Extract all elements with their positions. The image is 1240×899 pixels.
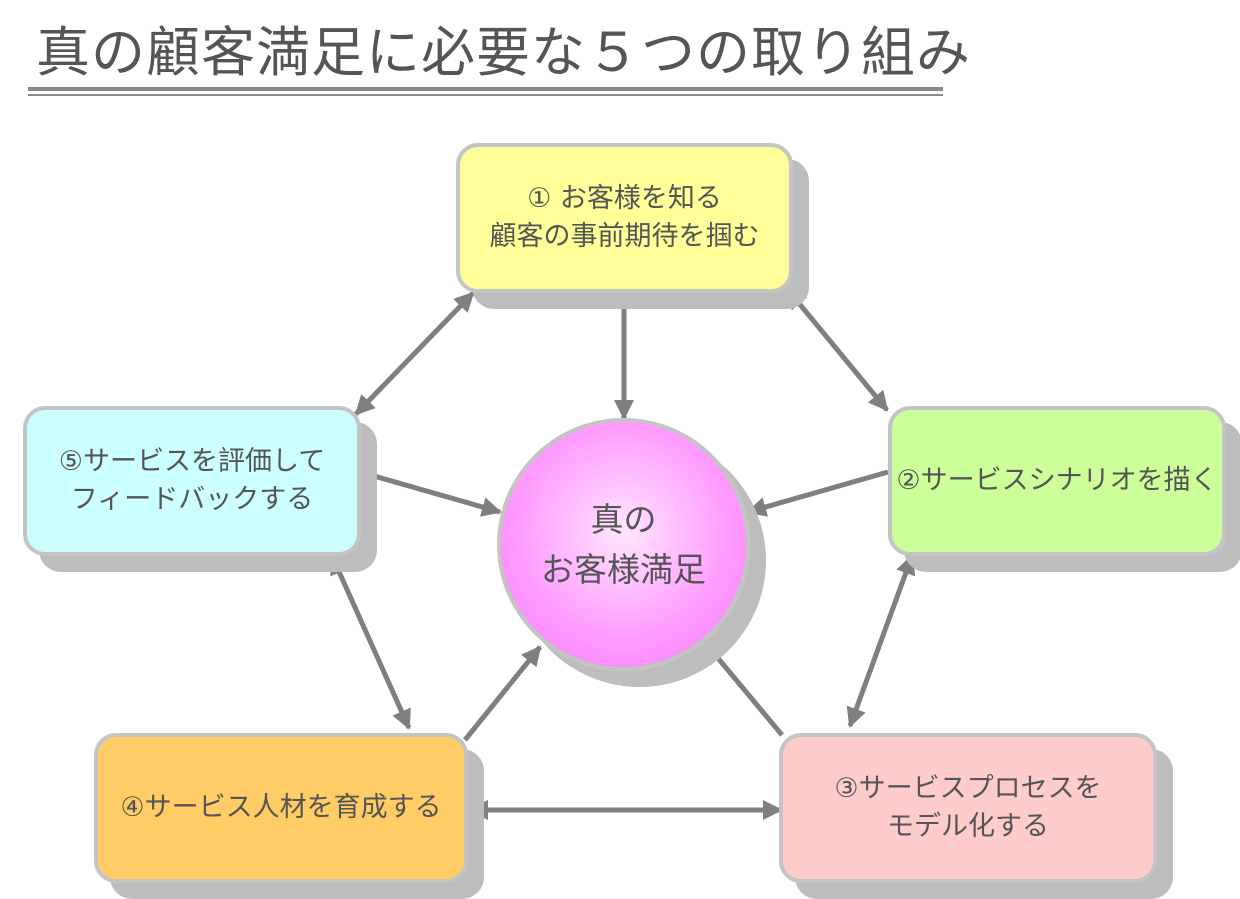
center-line-1: 真の — [590, 499, 657, 539]
arrow-b5-b1 — [354, 291, 475, 416]
step-2-line-1: ②サービスシナリオを描く — [896, 465, 1218, 496]
arrow-b1-b2 — [786, 288, 889, 412]
arrow-b5-to-center — [359, 469, 502, 517]
title-underline-thin — [28, 94, 943, 96]
arrow-b4-to-center — [463, 645, 542, 742]
step-3-box: ③サービスプロセスを モデル化する — [779, 733, 1157, 883]
step-1-line-2: 顧客の事前期待を掴む — [489, 221, 760, 252]
step-2-box: ②サービスシナリオを描く — [888, 406, 1226, 556]
step-1-line-1: ① お客様を知る — [527, 183, 722, 214]
step-1-box: ① お客様を知る 顧客の事前期待を掴む — [456, 143, 793, 293]
center-circle: 真の お客様満足 — [497, 418, 750, 671]
arrow-b2-b3 — [846, 554, 916, 728]
title-underline — [28, 87, 943, 91]
arrow-b4-b5 — [329, 554, 412, 730]
step-4-box: ④サービス人材を育成する — [94, 733, 468, 883]
page-title: 真の顧客満足に必要な５つの取り組み — [36, 21, 971, 84]
step-3-line-2: モデル化する — [887, 811, 1049, 842]
step-5-box: ⑤サービスを評価して フィードバックする — [23, 406, 361, 556]
step-5-line-2: フィードバックする — [70, 484, 314, 515]
arrow-b3-to-center — [705, 643, 784, 737]
step-5-line-1: ⑤サービスを評価して — [58, 446, 326, 477]
step-4-line-1: ④サービス人材を育成する — [120, 792, 442, 823]
arrow-b2-to-center — [746, 469, 889, 517]
center-line-2: お客様満足 — [541, 549, 706, 589]
step-3-line-1: ③サービスプロセスを — [834, 773, 1102, 804]
